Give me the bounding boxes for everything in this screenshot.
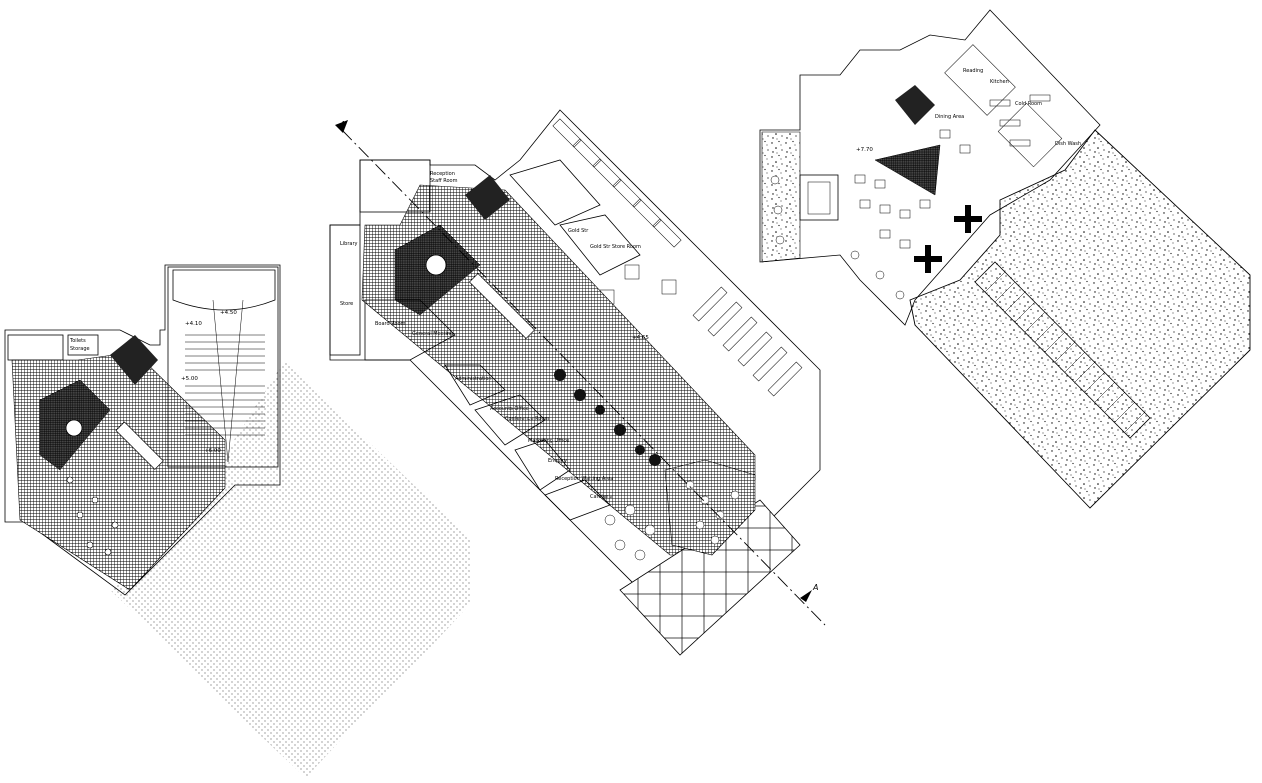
plan-left-label-toilets: Toilets xyxy=(69,338,86,344)
plan-middle-label-library: Library xyxy=(340,241,358,247)
plan-left-level-3: +5.00 xyxy=(181,376,198,382)
plan-right-label-dish-wash: Dish Wash xyxy=(1055,141,1081,147)
plan-middle-parking xyxy=(552,118,803,397)
plan-middle-label-administration: Administration xyxy=(455,376,492,382)
plan-middle-label-marketing: Marketing Office xyxy=(528,438,569,444)
plan-middle-rooms xyxy=(364,159,641,521)
plan-middle-tables xyxy=(604,480,740,561)
plan-left-ramp xyxy=(115,421,164,470)
plan-right-hatched-area xyxy=(874,144,941,196)
plan-middle-section-mark-top: A xyxy=(339,120,345,129)
plan-middle-section-arrow-top xyxy=(335,120,348,133)
plan-middle-label-gold-str-store: Gold Str Store Room xyxy=(590,244,641,250)
plan-right-outline xyxy=(759,9,1101,326)
plan-left-level-1: +4.10 xyxy=(185,321,202,327)
plan-middle-section-line xyxy=(341,129,826,626)
plan-right-label-dining: Dining Area xyxy=(935,114,964,120)
plan-middle-label-reception: Reception xyxy=(430,171,455,177)
plan-left-spiral xyxy=(65,419,83,437)
plan-right-stair-core xyxy=(895,85,935,125)
plan-left-landscape xyxy=(110,360,470,778)
plan-right-ramp xyxy=(974,261,1151,439)
plan-middle-spiral xyxy=(425,254,447,276)
plan-middle-label-board-room: Board Room xyxy=(375,321,406,327)
plan-middle-section-arrow-bottom xyxy=(800,590,812,602)
plan-middle-dark-core xyxy=(465,175,510,220)
plan-left-toilet-block xyxy=(7,334,64,361)
plan-left-auditorium xyxy=(167,266,279,468)
plan-left-columns xyxy=(66,476,119,556)
plan-left-level-4: +6.00 xyxy=(204,448,221,454)
plan-right-garden xyxy=(761,131,801,263)
plan-right-level-1: +7.70 xyxy=(856,147,873,153)
plan-right-label-kitchen: Kitchen xyxy=(990,79,1009,85)
plan-middle-label-store: Store xyxy=(340,301,353,307)
plan-left-level-2: +4.50 xyxy=(220,310,237,316)
plan-left-stage xyxy=(172,269,276,311)
plan-middle-planters xyxy=(554,369,661,466)
plan-middle-library xyxy=(329,224,361,356)
plan-left-label-storage: Storage xyxy=(70,346,90,352)
plan-middle-label-enquiry: Enquiry xyxy=(548,458,567,464)
plan-right-kitchen xyxy=(944,44,1063,168)
plan-middle-label-reception-waiting: Reception Waiting Area xyxy=(555,476,613,482)
plan-middle-label-cafeteria: Cafeteria xyxy=(590,494,613,500)
plan-right-long-table xyxy=(799,174,839,221)
plan-middle-ramp xyxy=(468,272,536,340)
plan-right: Reading Cold Room Kitchen Dish Wash Dini… xyxy=(759,9,1251,509)
plan-middle-level-1: +4.65 xyxy=(632,335,649,341)
plan-middle-label-accounts: Accounts Office xyxy=(490,406,529,412)
plan-middle-label-general-meeting: General Meeting xyxy=(412,331,453,337)
plan-middle: A A Reception Staff Room Gold Str Gold S… xyxy=(329,109,826,656)
plan-middle-label-conference: Conference Room xyxy=(505,416,550,422)
plan-left-stair-core xyxy=(110,335,158,385)
plan-right-terrain xyxy=(909,129,1251,509)
plan-right-label-cold-room: Cold Room xyxy=(1015,101,1042,107)
plan-left-storage xyxy=(67,334,99,356)
plan-left-seating xyxy=(185,299,265,463)
plan-left: Toilets Storage +4.10 +4.50 +5.00 +6.00 xyxy=(4,264,470,778)
plan-middle-section-mark-bottom: A xyxy=(812,583,818,592)
plan-middle-stair xyxy=(359,159,431,213)
plan-middle-label-gold-str: Gold Str xyxy=(568,228,589,234)
plan-right-cross-tables xyxy=(914,205,982,273)
plan-middle-label-staff-room: Staff Room xyxy=(430,178,458,184)
plan-right-furniture xyxy=(770,94,1051,300)
plan-right-label-reading: Reading xyxy=(963,68,983,74)
